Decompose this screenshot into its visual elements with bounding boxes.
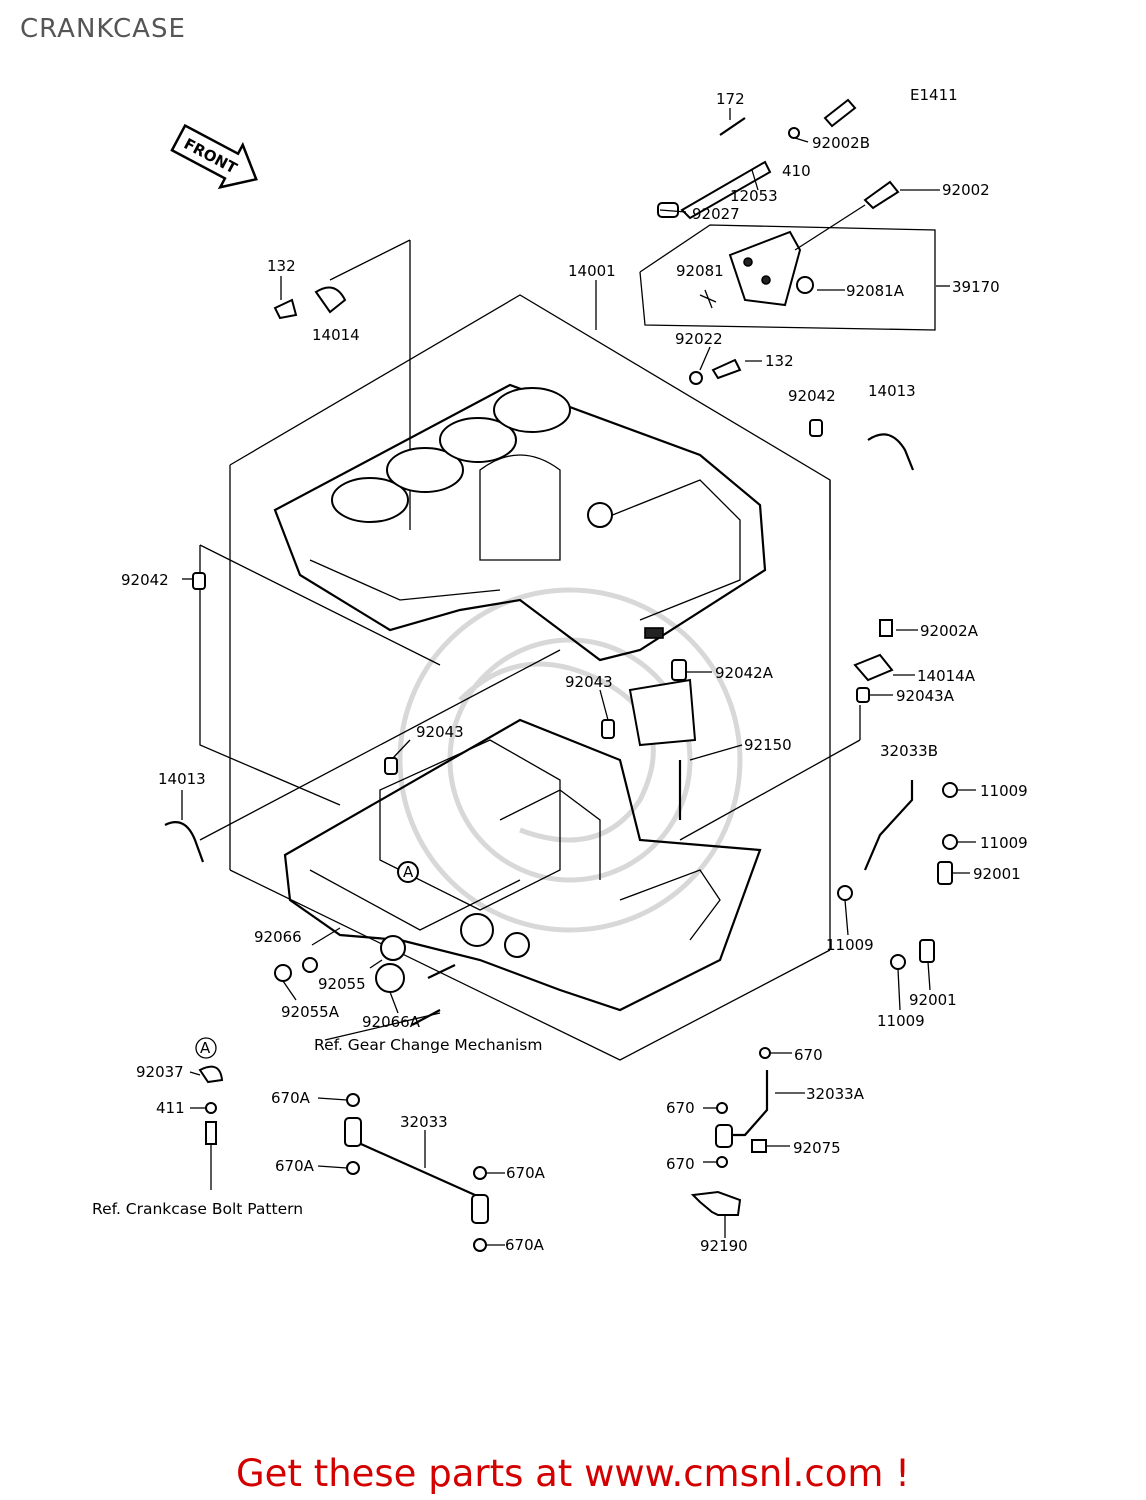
label-92001-a[interactable]: 92001: [973, 865, 1021, 883]
label-92150[interactable]: 92150: [744, 736, 792, 754]
label-92043-center[interactable]: 92043: [565, 673, 613, 691]
label-32033a[interactable]: 32033A: [806, 1085, 865, 1103]
label-14014a[interactable]: 14014A: [917, 667, 976, 685]
circle-marker-a: A: [403, 863, 414, 881]
label-670a-3[interactable]: 670A: [506, 1164, 546, 1182]
label-670a-1[interactable]: 670A: [271, 1089, 311, 1107]
label-92081[interactable]: 92081: [676, 262, 724, 280]
ref-bolt-pattern: Ref. Crankcase Bolt Pattern: [92, 1200, 303, 1218]
label-410[interactable]: 410: [782, 162, 811, 180]
lower-crankcase: A: [283, 718, 762, 1012]
label-670-bottom[interactable]: 670: [666, 1155, 695, 1173]
label-12053[interactable]: 12053: [730, 187, 778, 205]
label-32033[interactable]: 32033: [400, 1113, 448, 1131]
label-92002a[interactable]: 92002A: [920, 622, 979, 640]
label-172[interactable]: 172: [716, 90, 745, 108]
label-11009-d[interactable]: 11009: [877, 1012, 925, 1030]
label-670-mid[interactable]: 670: [666, 1099, 695, 1117]
label-92022[interactable]: 92022: [675, 330, 723, 348]
label-92055[interactable]: 92055: [318, 975, 366, 993]
upper-crankcase-outline: [199, 239, 831, 1061]
label-92190[interactable]: 92190: [700, 1237, 748, 1255]
label-32033b[interactable]: 32033B: [880, 742, 938, 760]
label-670-top[interactable]: 670: [794, 1046, 823, 1064]
label-92043-left[interactable]: 92043: [416, 723, 464, 741]
bracket-group-39170: [639, 224, 936, 331]
upper-crankcase: [273, 383, 767, 662]
label-92055a[interactable]: 92055A: [281, 1003, 340, 1021]
label-92042-left[interactable]: 92042: [121, 571, 169, 589]
label-14013-right[interactable]: 14013: [868, 382, 916, 400]
label-11009-a[interactable]: 11009: [980, 782, 1028, 800]
label-92042a[interactable]: 92042A: [715, 664, 774, 682]
ref-gear-change: Ref. Gear Change Mechanism: [314, 1036, 542, 1054]
label-132-lower[interactable]: 132: [765, 352, 794, 370]
footer-link-text[interactable]: Get these parts at www.cmsnl.com !: [235, 1452, 910, 1495]
label-92042-right[interactable]: 92042: [788, 387, 836, 405]
label-39170[interactable]: 39170: [952, 278, 1000, 296]
circle-marker-a-lower: A: [200, 1039, 211, 1057]
label-14014[interactable]: 14014: [312, 326, 360, 344]
part-labels: 172 92002B 410 12053 92027 92002 92081 9…: [121, 90, 1028, 1255]
label-92081a[interactable]: 92081A: [846, 282, 905, 300]
label-14013-left[interactable]: 14013: [158, 770, 206, 788]
label-92027[interactable]: 92027: [692, 205, 740, 223]
page-title: CRANKCASE: [20, 14, 186, 44]
label-92043a[interactable]: 92043A: [896, 687, 955, 705]
label-92002b[interactable]: 92002B: [812, 134, 870, 152]
label-14001[interactable]: 14001: [568, 262, 616, 280]
label-92037[interactable]: 92037: [136, 1063, 184, 1081]
label-92075[interactable]: 92075: [793, 1139, 841, 1157]
label-411[interactable]: 411: [156, 1099, 185, 1117]
label-92002[interactable]: 92002: [942, 181, 990, 199]
label-670a-2[interactable]: 670A: [275, 1157, 315, 1175]
label-670a-4[interactable]: 670A: [505, 1236, 545, 1254]
label-132-upper[interactable]: 132: [267, 257, 296, 275]
front-arrow-icon: FRONT: [170, 123, 258, 190]
label-92001-b[interactable]: 92001: [909, 991, 957, 1009]
leader-lines: [181, 108, 976, 1246]
diagram-code: E1411: [910, 86, 958, 104]
label-11009-b[interactable]: 11009: [980, 834, 1028, 852]
label-11009-c[interactable]: 11009: [826, 936, 874, 954]
label-92066[interactable]: 92066: [254, 928, 302, 946]
label-92066a[interactable]: 92066A: [362, 1013, 421, 1031]
